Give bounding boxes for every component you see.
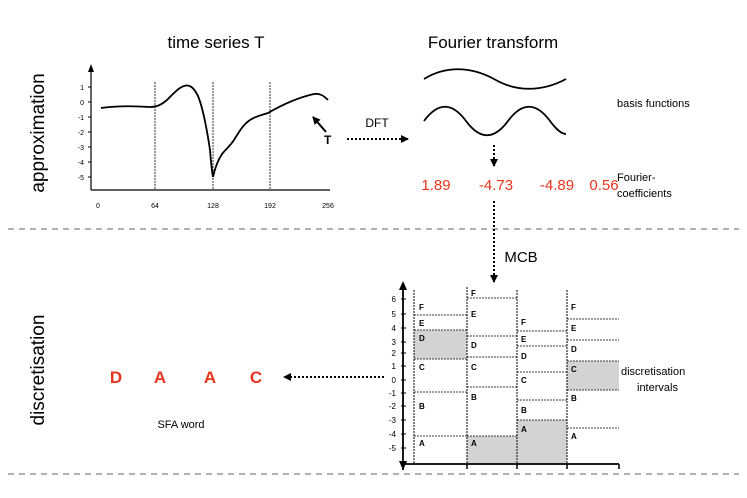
- mcb-selected-cell-A: [467, 436, 517, 464]
- mcb-interval-letter: A: [521, 425, 527, 434]
- mcb-interval-letter: A: [419, 439, 425, 448]
- mcb-interval-letter: D: [521, 352, 527, 361]
- ts-x-tick: 256: [322, 203, 334, 210]
- sfa-letter: A: [204, 368, 216, 387]
- mcb-interval-letter: B: [571, 394, 577, 403]
- coefficients-label-line2: coefficients: [617, 188, 672, 200]
- mcb-y-tick: 5: [392, 310, 397, 319]
- coefficients-label-line1: Fourier-: [617, 172, 656, 184]
- mcb-y-tick: 2: [392, 349, 397, 358]
- ts-y-tick: -5: [78, 175, 84, 182]
- mcb-y-tick: -2: [389, 402, 397, 411]
- fourier-coefficient: -4.89: [540, 177, 574, 194]
- sfa-word-label: SFA word: [157, 419, 204, 431]
- mcb-selected-cell-A: [517, 420, 567, 464]
- ts-x-tick: 192: [264, 203, 276, 210]
- intervals-label-line2: intervals: [637, 382, 678, 394]
- sfa-letter: D: [110, 368, 122, 387]
- sfa-letter: C: [250, 368, 262, 387]
- ts-pointer-arrow: [312, 116, 327, 133]
- ts-x-tick: 64: [151, 203, 159, 210]
- time-series-plot: 1 0 -1 -2 -3 -4 -5 0 64 128 192 256 T: [78, 64, 334, 210]
- dft-label: DFT: [365, 116, 389, 130]
- approximation-label: approximation: [28, 73, 49, 192]
- mcb-interval-letter: A: [571, 432, 577, 441]
- mcb-y-tick: -4: [389, 430, 397, 439]
- mcb-interval-letter: E: [521, 335, 527, 344]
- mcb-interval-letter: D: [471, 341, 477, 350]
- mcb-interval-letter: C: [471, 363, 477, 372]
- mcb-interval-letter: E: [419, 319, 425, 328]
- fourier-title: Fourier transform: [428, 33, 558, 52]
- mcb-y-tick: 1: [392, 362, 397, 371]
- fourier-coefficient: -4.73: [479, 177, 513, 194]
- ts-y-axis-arrow: [88, 64, 94, 72]
- mcb-interval-letter: C: [571, 365, 577, 374]
- mcb-grid: 6 5 4 3 2 1 0 -1 -2 -3 -4 -5: [389, 281, 620, 470]
- fourier-coefficient: 1.89: [421, 177, 450, 194]
- mcb-y-tick: -1: [389, 389, 397, 398]
- ts-y-tick: -2: [78, 130, 84, 137]
- fourier-coefficient: 0.56: [589, 177, 618, 194]
- mcb-interval-letter: F: [419, 303, 424, 312]
- mcb-y-tick: 0: [392, 376, 397, 385]
- basis-functions-label: basis functions: [617, 98, 690, 110]
- time-series-curve: [100, 84, 329, 178]
- ts-y-tick: -3: [78, 145, 84, 152]
- ts-x-tick: 128: [207, 203, 219, 210]
- mcb-interval-letter: F: [471, 289, 476, 298]
- mcb-interval-letter: F: [571, 303, 576, 312]
- mcb-y-tick: -3: [389, 416, 397, 425]
- mcb-interval-letter: B: [419, 402, 425, 411]
- basis-function-2: [423, 105, 567, 137]
- mcb-interval-letter: C: [419, 363, 425, 372]
- mcb-interval-letter: D: [571, 345, 577, 354]
- mcb-interval-letter: C: [521, 376, 527, 385]
- ts-y-tick: -1: [78, 115, 84, 122]
- mcb-label: MCB: [504, 249, 537, 266]
- mcb-y-axis-arrow: [399, 281, 407, 290]
- basis-function-1: [423, 68, 567, 90]
- mcb-y-tick: 4: [392, 324, 397, 333]
- mcb-selected-cell-D: [414, 330, 467, 359]
- ts-y-tick: -4: [78, 160, 84, 167]
- ts-y-tick: 1: [80, 85, 84, 92]
- ts-x-tick: 0: [96, 203, 100, 210]
- mcb-interval-letter: E: [571, 324, 577, 333]
- ts-point-label: T: [324, 133, 332, 147]
- mcb-y-tick: 6: [392, 295, 397, 304]
- sfa-letter: A: [154, 368, 166, 387]
- mcb-y-tick: 3: [392, 338, 397, 347]
- mcb-selected-cell-C: [567, 361, 619, 390]
- ts-y-tick: 0: [80, 100, 84, 107]
- mcb-interval-letter: B: [521, 406, 527, 415]
- mcb-interval-letter: E: [471, 310, 477, 319]
- mcb-y-tick: -5: [389, 444, 397, 453]
- mcb-interval-letter: B: [471, 393, 477, 402]
- mcb-y-axis-arrow-down: [399, 461, 407, 470]
- mcb-interval-letter: F: [521, 318, 526, 327]
- mcb-interval-letter: A: [471, 439, 477, 448]
- intervals-label-line1: discretisation: [621, 366, 685, 378]
- discretisation-label: discretisation: [28, 315, 49, 426]
- time-series-title: time series T: [168, 33, 265, 52]
- mcb-interval-letter: D: [419, 334, 425, 343]
